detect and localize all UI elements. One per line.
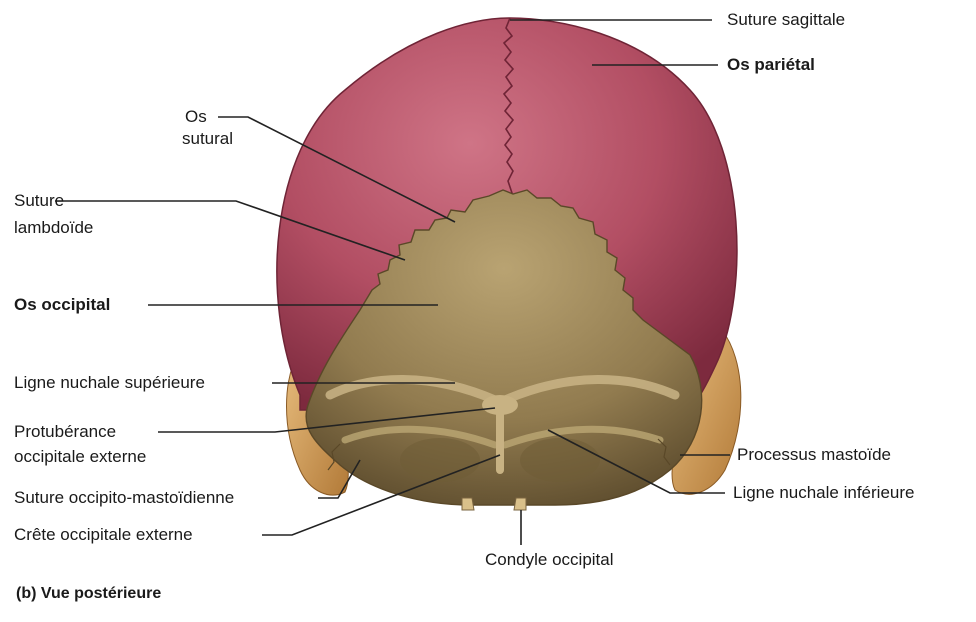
- label-protuberance-line1: Protubérance: [14, 420, 116, 443]
- label-suture-occipito-mastoidienne: Suture occipito-mastoïdienne: [14, 486, 234, 509]
- right-fossa-shadow: [520, 438, 600, 482]
- label-ligne-nuchale-inferieure: Ligne nuchale inférieure: [733, 481, 914, 504]
- label-suture-sagittale: Suture sagittale: [727, 8, 845, 31]
- label-condyle-occipital: Condyle occipital: [485, 548, 614, 571]
- label-os-parietal: Os pariétal: [727, 53, 815, 76]
- label-ligne-nuchale-superieure: Ligne nuchale supérieure: [14, 371, 205, 394]
- label-suture-lambdoide-line2: lambdoïde: [14, 216, 93, 239]
- left-fossa-shadow: [400, 438, 480, 482]
- label-os-sutural-line2: sutural: [182, 127, 233, 150]
- right-occipital-condyle: [514, 498, 526, 510]
- label-processus-mastoide: Processus mastoïde: [737, 443, 891, 466]
- label-os-sutural-line1: Os: [185, 105, 207, 128]
- label-suture-lambdoide-line1: Suture: [14, 189, 64, 212]
- left-occipital-condyle: [462, 498, 474, 510]
- figure-caption: (b) Vue postérieure: [16, 585, 161, 603]
- label-os-occipital: Os occipital: [14, 293, 110, 316]
- label-crete-occipitale-externe: Crête occipitale externe: [14, 523, 193, 546]
- label-protuberance-line2: occipitale externe: [14, 445, 146, 468]
